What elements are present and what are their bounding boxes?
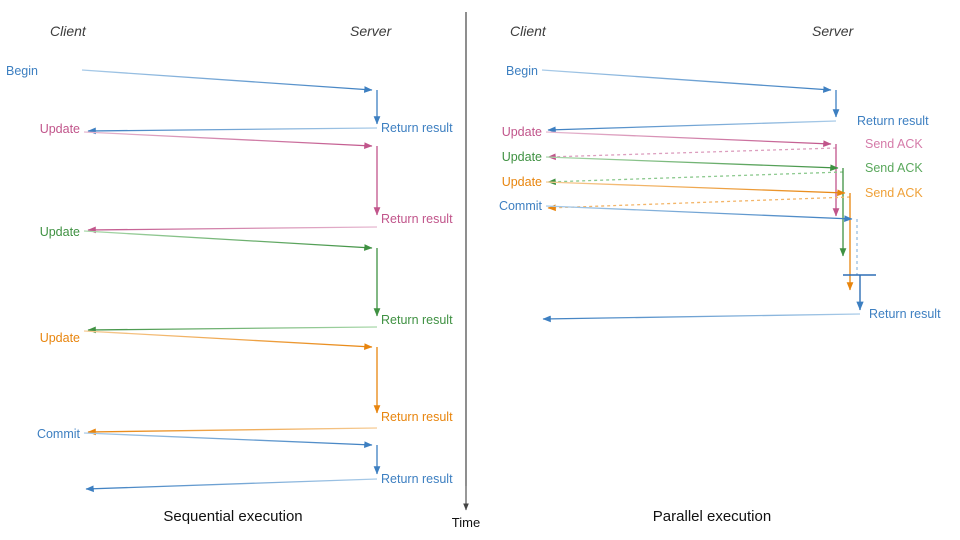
server-label-return-result-1: Return result	[381, 121, 453, 135]
client-label-begin: Begin	[506, 64, 538, 78]
time-axis-label: Time	[452, 515, 480, 530]
actor-label-client: Client	[510, 23, 547, 39]
message-arrow-return-result-1	[87, 127, 378, 135]
message-arrow-commit	[545, 205, 853, 223]
message-arrow-return-result-2	[542, 313, 861, 323]
actor-label-client: Client	[50, 23, 87, 39]
ack-arrow-dotted-pink	[547, 147, 837, 161]
message-arrow-update-3	[545, 181, 846, 197]
client-label-update-3: Update	[502, 175, 542, 189]
message-arrow-update-1	[545, 131, 832, 148]
message-arrow-update-2	[83, 230, 373, 251]
client-label-update-2: Update	[502, 150, 542, 164]
client-label-update-3: Update	[40, 331, 80, 345]
message-arrow-update-2	[545, 156, 839, 172]
server-label-return-result-2: Return result	[869, 307, 941, 321]
message-arrow-begin	[541, 69, 832, 93]
client-label-commit: Commit	[37, 427, 81, 441]
server-label-send-ack-3: Send ACK	[865, 186, 923, 200]
message-arrow-return-result-3	[87, 326, 378, 334]
server-label-return-result-3: Return result	[381, 313, 453, 327]
client-label-update-1: Update	[502, 125, 542, 139]
message-arrow-return-result-5	[85, 478, 378, 493]
panel-caption-sequential: Sequential execution	[163, 508, 302, 525]
ack-arrow-dotted-green	[547, 171, 844, 186]
server-label-return-result-1: Return result	[857, 114, 929, 128]
client-label-update-1: Update	[40, 122, 80, 136]
actor-label-server: Server	[350, 23, 393, 39]
ack-arrow-dotted-orange	[547, 196, 851, 212]
panel-sequential: Client Server Return result Begin Update…	[6, 23, 453, 525]
server-label-return-result-4: Return result	[381, 410, 453, 424]
client-label-begin: Begin	[6, 64, 38, 78]
message-arrow-return-result-2	[87, 226, 378, 234]
server-label-return-result-2: Return result	[381, 212, 453, 226]
panel-parallel: Client Server Begin Return result Update…	[499, 23, 941, 525]
message-arrow-begin	[81, 69, 373, 93]
client-label-update-2: Update	[40, 225, 80, 239]
message-arrow-commit	[83, 432, 373, 449]
message-arrow-update-3	[83, 330, 373, 350]
message-arrow-update-1	[83, 131, 373, 149]
message-arrow-return-result-4	[87, 427, 378, 436]
server-label-return-result-5: Return result	[381, 472, 453, 486]
client-label-commit: Commit	[499, 199, 543, 213]
server-label-send-ack-2: Send ACK	[865, 161, 923, 175]
panel-caption-parallel: Parallel execution	[653, 508, 771, 525]
message-arrow-return-result-1	[547, 120, 837, 134]
server-label-send-ack-1: Send ACK	[865, 137, 923, 151]
actor-label-server: Server	[812, 23, 855, 39]
